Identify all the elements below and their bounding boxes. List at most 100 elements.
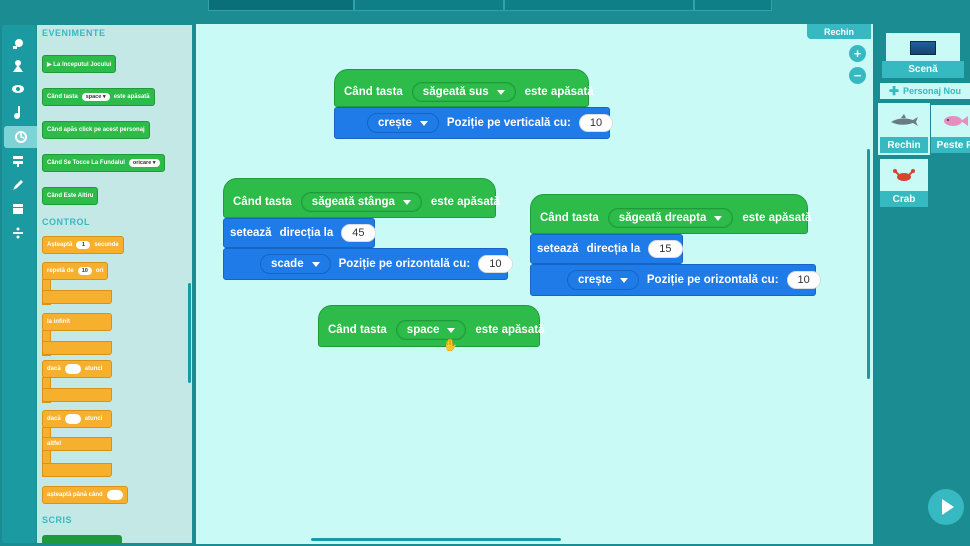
- if-then-prefix: dacă: [47, 366, 61, 372]
- tab-4[interactable]: [694, 0, 772, 11]
- up-change-label: crește: [378, 117, 412, 129]
- if-then-suffix: atunci: [84, 366, 103, 372]
- left-hat-prefix: Când tasta: [233, 196, 292, 208]
- category-variables-icon[interactable]: [6, 198, 30, 220]
- palette-write-block[interactable]: [42, 535, 122, 543]
- left-change-x-label: Poziție pe orizontală cu:: [338, 258, 471, 270]
- sprite-card-crab[interactable]: Crab: [880, 159, 928, 207]
- palette-if-else-block[interactable]: dacă atunci: [42, 410, 112, 428]
- scene-thumbnail[interactable]: [886, 33, 960, 63]
- category-sprite-icon[interactable]: [6, 55, 30, 77]
- hand-cursor-icon: ✋: [443, 338, 458, 352]
- category-control-icon[interactable]: [6, 150, 30, 172]
- palette-forever-block[interactable]: la infinit: [42, 313, 112, 331]
- if-else-suffix: atunci: [84, 416, 103, 422]
- palette-key-press-block[interactable]: Când tasta space ▾ este apăsată: [42, 88, 155, 106]
- right-key-dropdown[interactable]: săgeată dreapta: [607, 208, 734, 228]
- palette-wait-until-block[interactable]: așteaptă până când: [42, 486, 128, 504]
- key-press-dropdown[interactable]: space ▾: [81, 93, 110, 101]
- palette-if-then-block[interactable]: dacă atunci: [42, 360, 112, 378]
- palette-scrollbar[interactable]: [188, 283, 191, 383]
- palette-repeat-block[interactable]: repetă de 10 ori: [42, 262, 109, 280]
- right-set-label: setează: [537, 243, 579, 255]
- space-hat-prefix: Când tasta: [328, 324, 387, 336]
- up-change-y-block[interactable]: crește Poziție pe verticală cu: 10: [334, 107, 614, 139]
- left-change-x-value[interactable]: 10: [478, 255, 513, 273]
- category-pen-icon[interactable]: [6, 174, 30, 196]
- workspace-vertical-scrollbar[interactable]: [867, 149, 870, 379]
- space-key-hat-block[interactable]: Când tasta space este apăsată: [318, 305, 544, 347]
- repeat-input[interactable]: 10: [77, 267, 92, 275]
- new-sprite-label: Personaj Nou: [903, 86, 962, 96]
- palette-clone-block[interactable]: Când Este Altiru: [42, 187, 99, 205]
- repeat-foot: [42, 290, 112, 304]
- up-change-y-value[interactable]: 10: [578, 114, 614, 132]
- key-press-prefix: Când tasta: [47, 94, 78, 100]
- shark-sprite-icon: [880, 105, 928, 137]
- left-set-label: setează: [230, 227, 272, 239]
- space-hat-suffix: este apăsată: [475, 324, 545, 336]
- palette-touch-ground-block[interactable]: Când Se Tocce La Fundalul oricare ▾: [42, 154, 165, 172]
- left-change-x-block[interactable]: scade Poziție pe orizontală cu: 10: [223, 248, 513, 280]
- chevron-down-icon: [419, 120, 428, 126]
- if-then-foot: [42, 388, 112, 402]
- write-section-title: SCRIS: [42, 515, 73, 525]
- space-key-label: space: [406, 324, 440, 336]
- category-paint-icon[interactable]: [6, 33, 30, 55]
- scene-label[interactable]: Scenă: [882, 61, 964, 78]
- left-change-dropdown[interactable]: scade: [260, 254, 331, 274]
- left-hat-suffix: este apăsată: [430, 196, 500, 208]
- right-change-x-value[interactable]: 10: [786, 271, 821, 289]
- control-section-title: CONTROL: [42, 217, 90, 227]
- block-palette: EVENIMENTE ▶ La începutul Jocului Când t…: [37, 25, 192, 543]
- space-key-dropdown[interactable]: space: [395, 320, 467, 340]
- if-then-condition[interactable]: [64, 364, 81, 374]
- up-key-dropdown[interactable]: săgeată sus: [411, 82, 516, 102]
- sprite-card-rechin[interactable]: Rechin: [878, 103, 930, 155]
- right-key-hat-block[interactable]: Când tasta săgeată dreapta este apăsată: [530, 194, 811, 234]
- zoom-out-button[interactable]: −: [849, 67, 866, 84]
- up-key-label: săgeată sus: [422, 86, 489, 98]
- if-else-foot: [42, 463, 112, 477]
- workspace-horizontal-scrollbar[interactable]: [311, 538, 561, 541]
- category-events-icon[interactable]: [4, 126, 38, 148]
- palette-wait-block[interactable]: Așteaptă 1 secunde: [42, 236, 124, 254]
- up-change-dropdown[interactable]: crește: [367, 113, 439, 133]
- left-set-direction-block[interactable]: setează direcția la 45: [223, 218, 376, 248]
- game-start-label: ▶ La începutul Jocului: [47, 61, 112, 68]
- left-key-dropdown[interactable]: săgeată stânga: [300, 192, 422, 212]
- touch-ground-dropdown[interactable]: oricare ▾: [128, 159, 160, 167]
- if-else-condition[interactable]: [64, 414, 81, 424]
- forever-foot: [42, 341, 112, 355]
- left-change-label: scade: [271, 258, 304, 270]
- left-direction-value[interactable]: 45: [341, 224, 376, 242]
- left-key-hat-block[interactable]: Când tasta săgeată stânga este apăsată: [223, 178, 500, 218]
- new-sprite-button[interactable]: ✚ Personaj Nou: [880, 83, 970, 99]
- right-change-dropdown[interactable]: crește: [567, 270, 639, 290]
- category-operators-icon[interactable]: [6, 222, 30, 244]
- right-change-x-block[interactable]: crește Poziție pe orizontală cu: 10: [530, 264, 821, 296]
- palette-game-start-block[interactable]: ▶ La începutul Jocului: [42, 55, 117, 73]
- tab-2[interactable]: [354, 0, 504, 11]
- wait-until-condition[interactable]: [106, 490, 123, 500]
- plus-icon: ✚: [888, 84, 900, 98]
- crab-sprite-icon: [880, 159, 928, 191]
- right-set-direction-block[interactable]: setează direcția la 15: [530, 234, 683, 264]
- sprite-card-peste[interactable]: Peste R: [931, 105, 970, 153]
- category-looks-icon[interactable]: [6, 78, 30, 100]
- up-hat-prefix: Când tasta: [344, 86, 403, 98]
- tab-1[interactable]: [208, 0, 354, 11]
- zoom-in-button[interactable]: +: [849, 45, 866, 62]
- right-direction-value[interactable]: 15: [648, 240, 683, 258]
- sprite-name-crab: Crab: [880, 191, 928, 207]
- category-sound-icon[interactable]: [6, 101, 30, 123]
- wait-input[interactable]: 1: [76, 241, 91, 249]
- palette-sprite-click-block[interactable]: Când apăs click pe acest personaj: [42, 121, 150, 139]
- script-workspace[interactable]: Rechin + − Când tasta săgeată sus este a…: [195, 23, 874, 545]
- tab-3[interactable]: [504, 0, 694, 11]
- play-icon: [941, 499, 954, 515]
- wait-prefix: Așteaptă: [47, 242, 73, 248]
- right-change-label: crește: [578, 274, 612, 286]
- up-key-hat-block[interactable]: Când tasta săgeată sus este apăsată: [334, 69, 594, 107]
- play-button[interactable]: [928, 489, 964, 525]
